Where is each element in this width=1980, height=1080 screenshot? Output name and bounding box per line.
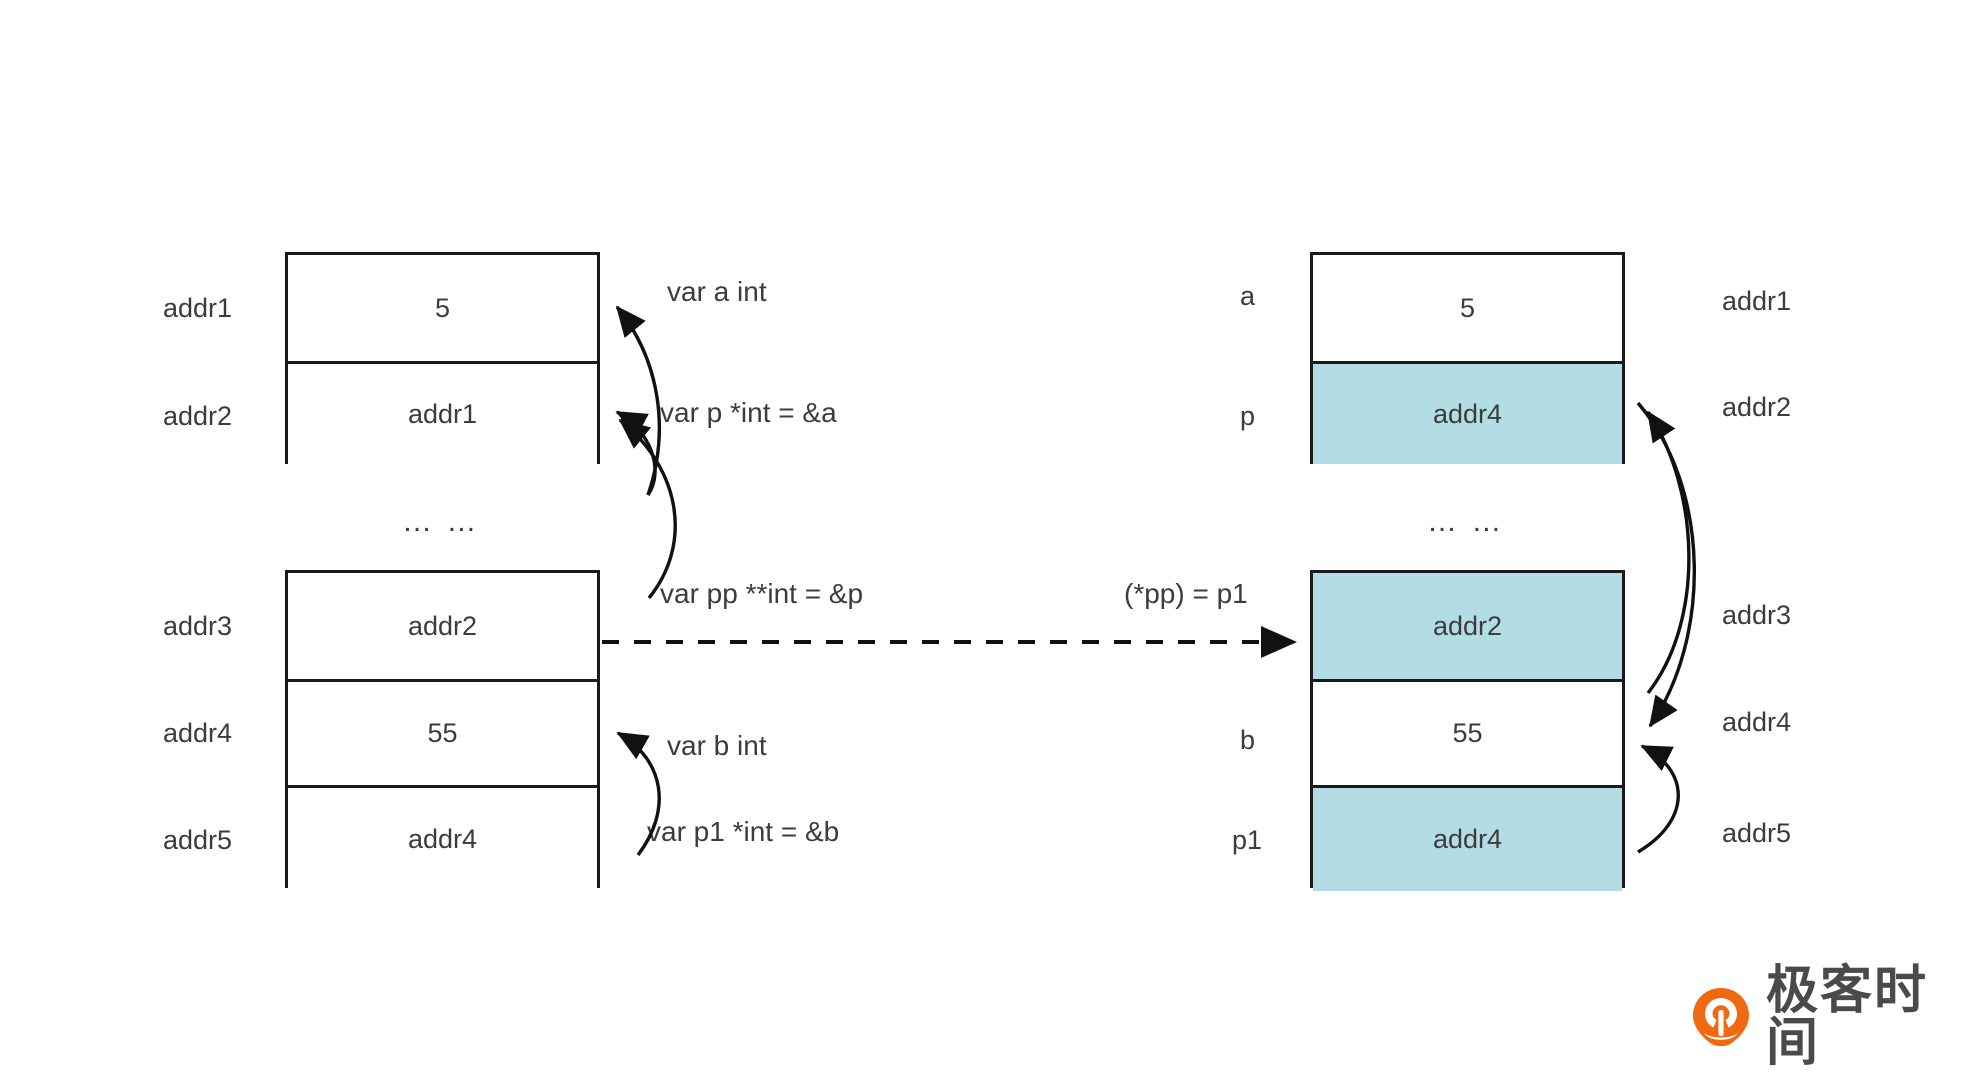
geektime-logo-icon — [1690, 986, 1752, 1048]
annotation-decl-b: var b int — [667, 730, 767, 761]
annotation-decl-p1: var p1 *int = &b — [647, 816, 840, 847]
left-cell-addr2: addr1 — [288, 361, 597, 464]
left-cell-addr4: 55 — [288, 679, 597, 785]
watermark: 极客时间 — [1690, 965, 1980, 1069]
arrow-decl-p-to-addr2 — [615, 410, 657, 496]
right-cell-addr1-value: 5 — [1459, 292, 1476, 323]
left-cell-addr2-value: addr1 — [407, 398, 478, 429]
left-addr-label-addr2: addr2 — [163, 401, 233, 431]
annotation-decl-pp: var pp **int = &p — [660, 578, 864, 609]
left-cell-addr1: 5 — [288, 255, 597, 361]
right-var-label-p1: p1 — [1232, 825, 1263, 855]
right-addr-label-addr5: addr5 — [1722, 818, 1792, 848]
right-cell-addr4: 55 — [1313, 679, 1622, 785]
left-addr-label-addr4: addr4 — [163, 718, 233, 748]
left-memory-block-top: 5 addr1 — [285, 252, 600, 464]
right-addr-label-addr3: addr3 — [1722, 600, 1792, 630]
right-addr-label-addr4: addr4 — [1722, 707, 1792, 737]
arrow-decl-pp-to-addr2 — [618, 418, 677, 600]
right-cell-addr4-value: 55 — [1452, 718, 1483, 748]
left-cell-addr5: addr4 — [288, 785, 597, 891]
left-addr-label-addr3: addr3 — [163, 611, 233, 641]
arrow-right-p1-to-addr4 — [1637, 744, 1680, 854]
right-addr-label-addr2: addr2 — [1722, 392, 1792, 422]
right-cell-addr3-value: addr2 — [1432, 610, 1503, 641]
left-ellipsis: … … — [402, 505, 480, 538]
right-memory-block-bottom: addr2 55 addr4 — [1310, 570, 1625, 891]
left-cell-addr3-value: addr2 — [407, 610, 478, 641]
arrow-right-p-to-addr4 — [1636, 401, 1696, 728]
transition-label: (*pp) = p1 — [1124, 578, 1248, 609]
left-cell-addr4-value: 55 — [427, 718, 458, 748]
right-cell-addr2-value: addr4 — [1432, 398, 1503, 429]
left-addr-label-addr1: addr1 — [163, 293, 233, 323]
right-cell-addr1: 5 — [1313, 255, 1622, 361]
watermark-text: 极客时间 — [1766, 961, 1929, 1073]
right-cell-addr3: addr2 — [1313, 573, 1622, 679]
right-memory-block-top: 5 addr4 — [1310, 252, 1625, 464]
annotation-decl-p: var p *int = &a — [660, 397, 837, 428]
annotation-decl-a: var a int — [667, 276, 767, 307]
arrow-right-addr3-to-addr2 — [1646, 410, 1691, 695]
right-ellipsis: … … — [1427, 505, 1505, 538]
arrow-decl-a-to-addr1 — [615, 305, 661, 496]
left-cell-addr3: addr2 — [288, 573, 597, 679]
right-var-label-a: a — [1240, 281, 1256, 311]
left-memory-block-bottom: addr2 55 addr4 — [285, 570, 600, 891]
right-cell-addr5-value: addr4 — [1432, 824, 1503, 854]
right-cell-addr5: addr4 — [1313, 785, 1622, 891]
left-addr-label-addr5: addr5 — [163, 825, 233, 855]
right-cell-addr2: addr4 — [1313, 361, 1622, 464]
right-addr-label-addr1: addr1 — [1722, 286, 1792, 316]
left-cell-addr5-value: addr4 — [407, 824, 478, 854]
right-var-label-p: p — [1240, 401, 1256, 431]
left-cell-addr1-value: 5 — [434, 292, 451, 323]
right-var-label-b: b — [1240, 725, 1256, 755]
